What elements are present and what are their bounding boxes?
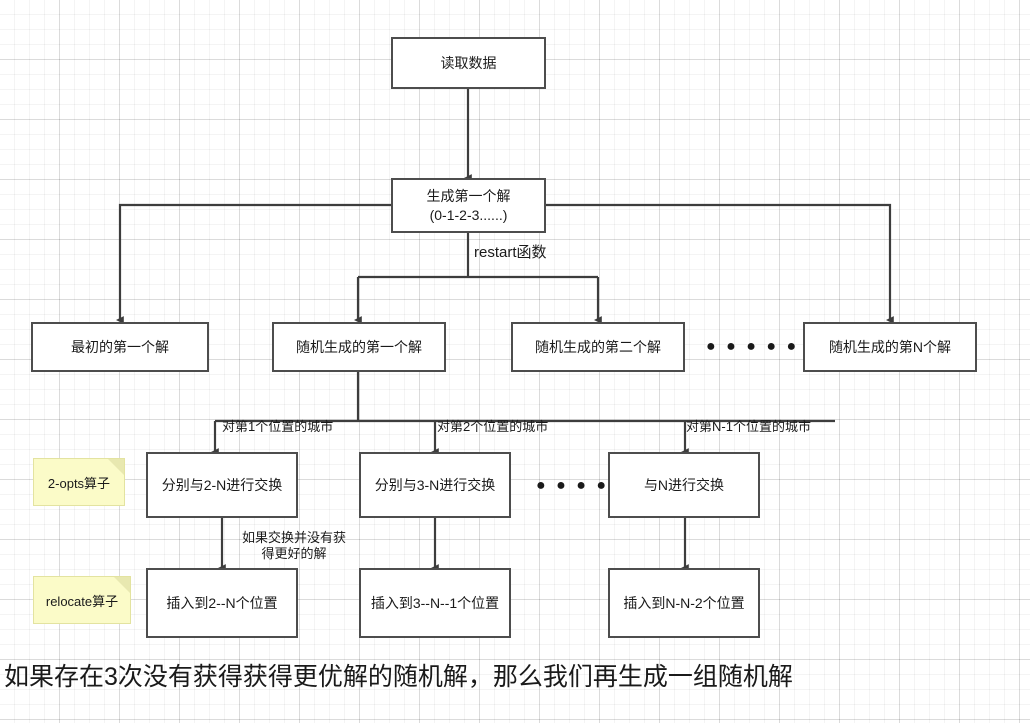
node-read-data-label: 读取数据: [440, 54, 497, 71]
edge-label-city-pos-2: 对第2个位置的城市: [437, 419, 549, 434]
edge-label-no-better-line2: 得更好的解: [261, 546, 327, 562]
node-random-first-label: 随机生成的第一个解: [296, 338, 422, 355]
sticky-fold-icon: [108, 459, 124, 475]
node-initial-first[interactable]: 最初的第一个解: [31, 322, 209, 372]
node-swap-2n[interactable]: 分别与2-N进行交换: [146, 452, 298, 518]
edge-label-restart: restart函数: [474, 244, 547, 261]
node-swap-3n-label: 分别与3-N进行交换: [374, 476, 496, 493]
sticky-note-two-opts[interactable]: 2-opts算子: [33, 458, 125, 506]
node-initial-first-label: 最初的第一个解: [71, 338, 169, 355]
ellipsis-solutions-row: ● ● ● ● ● ●: [706, 338, 820, 355]
edge-label-city-pos-1: 对第1个位置的城市: [222, 419, 334, 434]
node-swap-2n-label: 分别与2-N进行交换: [161, 476, 283, 493]
node-insert-nn2-label: 插入到N-N-2个位置: [623, 594, 745, 611]
node-swap-n[interactable]: 与N进行交换: [608, 452, 760, 518]
node-random-first[interactable]: 随机生成的第一个解: [272, 322, 446, 372]
sticky-note-relocate[interactable]: relocate算子: [33, 576, 131, 624]
node-swap-n-label: 与N进行交换: [643, 476, 725, 493]
node-insert-nn2[interactable]: 插入到N-N-2个位置: [608, 568, 760, 638]
sticky-note-two-opts-label: 2-opts算子: [47, 475, 111, 491]
diagram-caption: 如果存在3次没有获得获得更优解的随机解，那么我们再生成一组随机解: [4, 663, 793, 691]
node-insert-2n-label: 插入到2--N个位置: [166, 594, 278, 611]
edge-label-city-pos-n1: 对第N-1个位置的城市: [686, 419, 811, 434]
node-insert-3n1[interactable]: 插入到3--N--1个位置: [359, 568, 511, 638]
edge-label-no-better: 如果交换并没有获 得更好的解: [228, 530, 360, 563]
edge-first-to-random-nth: [545, 203, 894, 324]
ellipsis-swap-row: ● ● ● ● ●: [536, 477, 630, 494]
node-random-second[interactable]: 随机生成的第二个解: [511, 322, 685, 372]
sticky-fold-icon: [114, 577, 130, 593]
node-random-second-label: 随机生成的第二个解: [535, 338, 661, 355]
node-insert-2n[interactable]: 插入到2--N个位置: [146, 568, 298, 638]
node-first-solution[interactable]: 生成第一个解 (0-1-2-3......): [391, 178, 546, 233]
node-random-nth-label: 随机生成的第N个解: [828, 338, 952, 355]
node-first-solution-label: 生成第一个解: [426, 187, 511, 204]
node-swap-3n[interactable]: 分别与3-N进行交换: [359, 452, 511, 518]
edge-first-to-initial: [115, 203, 392, 324]
node-first-solution-sublabel: (0-1-2-3......): [429, 206, 508, 223]
node-insert-3n1-label: 插入到3--N--1个位置: [370, 594, 500, 611]
node-random-nth[interactable]: 随机生成的第N个解: [803, 322, 977, 372]
node-read-data[interactable]: 读取数据: [391, 37, 546, 89]
edge-label-no-better-line1: 如果交换并没有获: [241, 530, 346, 545]
sticky-note-relocate-label: relocate算子: [45, 593, 119, 609]
